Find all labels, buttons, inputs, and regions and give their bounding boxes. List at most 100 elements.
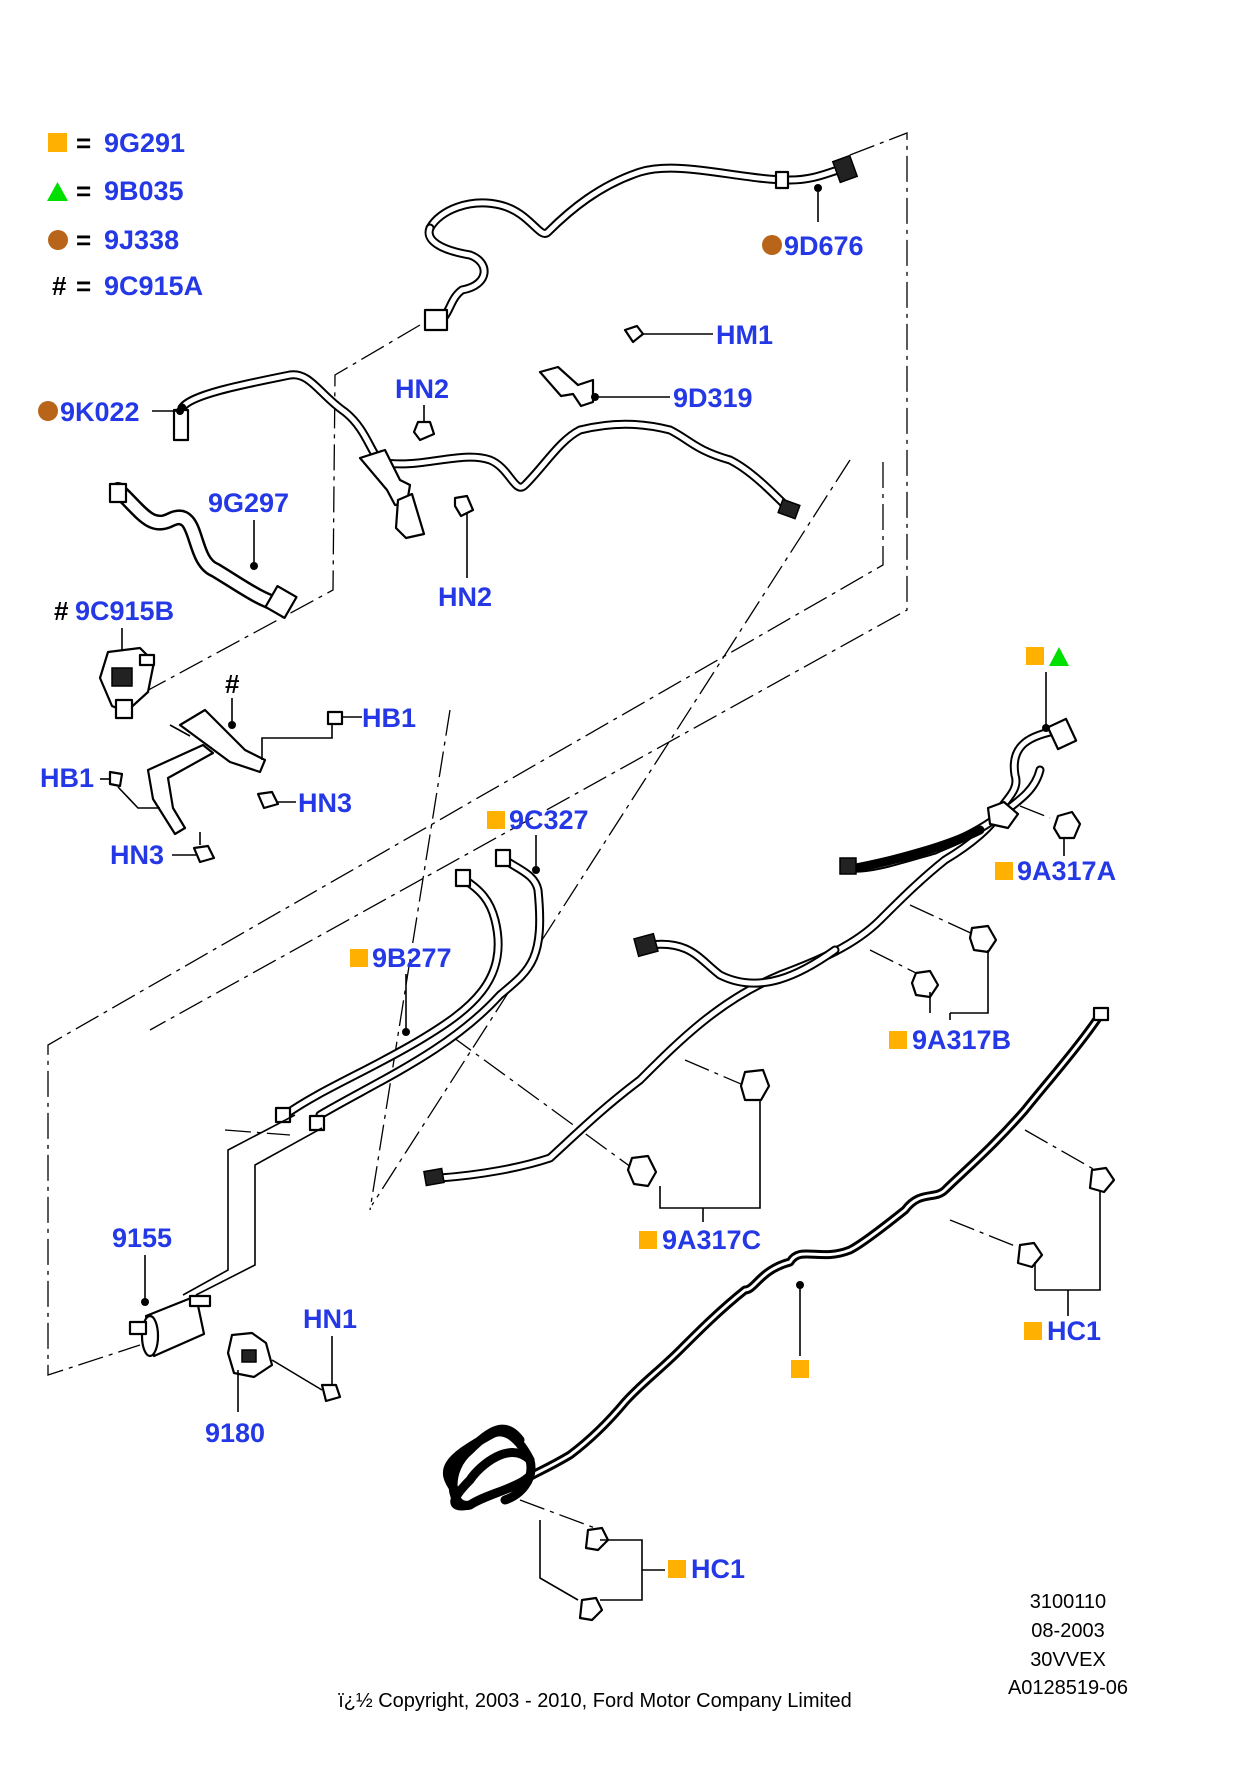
legend-code-9b035: 9B035 bbox=[104, 176, 184, 206]
label-9d676: 9D676 bbox=[784, 231, 864, 261]
legend-eq-4: = bbox=[76, 271, 91, 301]
bracket-9d319: 9D319 bbox=[538, 365, 753, 413]
hose-9g297 bbox=[108, 482, 298, 619]
label-9c915b: 9C915B bbox=[75, 596, 174, 626]
bracket-9180 bbox=[226, 1331, 274, 1379]
guide-hc1-bottom bbox=[519, 1499, 596, 1529]
drawing-meta: 3100110 08-2003 30VVEX A0128519-06 bbox=[1008, 1591, 1128, 1699]
hc1-right-lower-clip bbox=[1016, 1241, 1044, 1269]
hn1-clip bbox=[320, 1383, 342, 1403]
label-9g297: 9G297 bbox=[208, 488, 289, 518]
legend-eq-3: = bbox=[76, 225, 91, 255]
lower-line-assembly bbox=[442, 1006, 1110, 1511]
legend-code-9c915a: 9C915A bbox=[104, 271, 203, 301]
label-9b277: 9B277 bbox=[372, 943, 452, 973]
9c327-orange-square-icon bbox=[487, 811, 505, 829]
middle-box-line bbox=[47, 462, 884, 1376]
legend-eq-1: = bbox=[76, 128, 91, 158]
upper-line-end-connector bbox=[831, 154, 859, 184]
diagonal-guide-left bbox=[369, 709, 451, 1211]
legend: = 9G291 = 9B035 = 9J338 # = 9C915A bbox=[47, 128, 203, 301]
lines-9b277-9c327 bbox=[274, 848, 545, 1132]
legend-code-9j338: 9J338 bbox=[104, 225, 179, 255]
9k022-brown-circle-icon bbox=[38, 401, 58, 421]
9d676-brown-circle-icon bbox=[762, 235, 782, 255]
label-9155: 9155 bbox=[112, 1223, 172, 1253]
lower-line-orange-square-icon bbox=[791, 1360, 809, 1378]
clip-hm1: HM1 bbox=[623, 320, 773, 350]
label-hn2-top: HN2 bbox=[395, 374, 449, 404]
label-hn3-left: HN3 bbox=[110, 840, 164, 870]
label-9k022: 9K022 bbox=[60, 397, 140, 427]
alignment-lines bbox=[47, 132, 1096, 1529]
label-bracket-hash: # bbox=[225, 669, 240, 699]
main-fuel-line-assembly bbox=[423, 717, 1078, 1187]
legend-code-9g291: 9G291 bbox=[104, 128, 185, 158]
label-9c915b-hash: # bbox=[54, 596, 69, 626]
hn3-left-clip bbox=[192, 844, 216, 864]
clip-9a317b-lower bbox=[910, 969, 940, 999]
meta-line-1: 3100110 bbox=[1030, 1591, 1106, 1613]
guide-hc1-right-2 bbox=[949, 1219, 1026, 1251]
guide-9a317b-2 bbox=[869, 949, 921, 976]
hc1-bottom-lower-clip bbox=[578, 1596, 604, 1622]
label-hc1-right: HC1 bbox=[1047, 1316, 1101, 1346]
hc1-right-orange-square-icon bbox=[1024, 1322, 1042, 1340]
clip-9a317a bbox=[1052, 810, 1082, 840]
label-hb1-left: HB1 bbox=[40, 763, 94, 793]
clip-9a317b-upper bbox=[968, 924, 998, 954]
middle-line-end-connector bbox=[777, 498, 801, 520]
label-9a317a: 9A317A bbox=[1017, 856, 1116, 886]
valve-9c915b bbox=[98, 646, 156, 720]
9a317c-orange-square-icon bbox=[639, 1231, 657, 1249]
hc1-right-upper-clip bbox=[1088, 1166, 1116, 1194]
legend-eq-2: = bbox=[76, 176, 91, 206]
upper-fuel-line-assembly bbox=[423, 154, 859, 332]
guide-filter-lines bbox=[224, 1129, 291, 1136]
label-9a317c: 9A317C bbox=[662, 1225, 761, 1255]
label-9180: 9180 bbox=[205, 1418, 265, 1448]
middle-fuel-line-assembly bbox=[172, 370, 801, 540]
hn2-bottom-clip bbox=[453, 494, 475, 518]
fuel-filter-9155 bbox=[128, 1114, 323, 1358]
9b035-green-triangle-icon bbox=[1049, 647, 1069, 666]
label-hn2-bottom: HN2 bbox=[438, 582, 492, 612]
label-hn1: HN1 bbox=[303, 1304, 357, 1334]
label-9a317b: 9A317B bbox=[912, 1025, 1011, 1055]
9b035-orange-square-icon bbox=[1026, 647, 1044, 665]
guide-9a317b bbox=[909, 904, 976, 936]
9a317a-orange-square-icon bbox=[995, 862, 1013, 880]
middle-line-lower-bracket bbox=[394, 492, 426, 540]
label-hn3-right: HN3 bbox=[298, 788, 352, 818]
legend-brown-circle-icon bbox=[48, 230, 68, 250]
meta-line-3: 30VVEX bbox=[1030, 1649, 1106, 1671]
label-9d319: 9D319 bbox=[673, 383, 753, 413]
legend-hash-icon: # bbox=[52, 271, 67, 301]
hc1-bottom-orange-square-icon bbox=[668, 1560, 686, 1578]
copyright-notice: ï¿½ Copyright, 2003 - 2010, Ford Motor C… bbox=[338, 1690, 852, 1712]
bracket-9c915a bbox=[146, 708, 267, 836]
hose-guide-line bbox=[129, 324, 421, 701]
9a317b-orange-square-icon bbox=[889, 1031, 907, 1049]
meta-line-4: A0128519-06 bbox=[1008, 1677, 1128, 1699]
hc1-bottom-upper-clip bbox=[584, 1526, 610, 1552]
9b277-orange-square-icon bbox=[350, 949, 368, 967]
label-hc1-bottom: HC1 bbox=[691, 1554, 745, 1584]
label-hb1-right: HB1 bbox=[362, 703, 416, 733]
hb1-left-clip bbox=[108, 770, 124, 788]
label-hm1: HM1 bbox=[716, 320, 773, 350]
clip-9a317c-lower bbox=[626, 1154, 658, 1188]
guide-9a317c bbox=[449, 1034, 636, 1171]
top-box-right-edge bbox=[149, 132, 908, 1031]
guide-hc1-right bbox=[1024, 1129, 1096, 1171]
clip-9a317c-upper bbox=[739, 1068, 771, 1102]
hn2-top-clip bbox=[412, 420, 436, 442]
legend-green-triangle-icon bbox=[47, 182, 68, 201]
middle-line-bracket bbox=[358, 448, 412, 507]
upper-line-joint bbox=[774, 170, 790, 190]
hn3-right-clip bbox=[256, 790, 280, 810]
label-9c327: 9C327 bbox=[509, 805, 589, 835]
upper-line-clip bbox=[423, 308, 449, 332]
meta-line-2: 08-2003 bbox=[1031, 1620, 1104, 1642]
